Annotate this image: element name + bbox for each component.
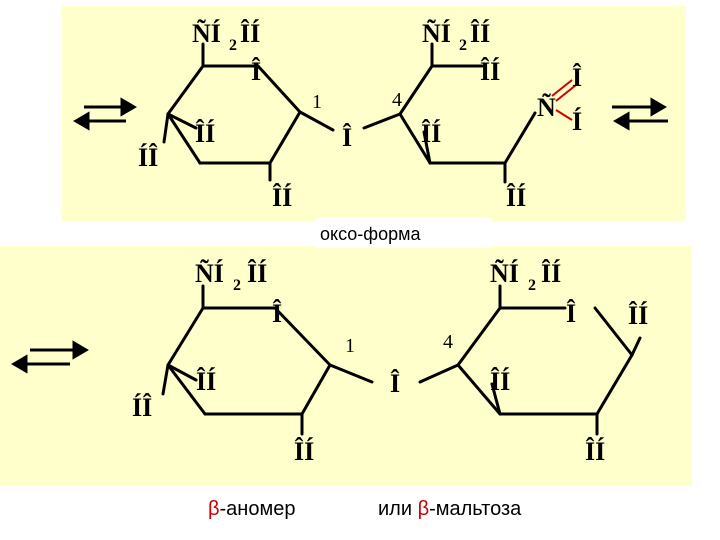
bottom-left-c2-ho: ÍÎ <box>132 393 152 422</box>
top-aldehyde-bonds <box>551 79 577 121</box>
caption-anomer: -аномер <box>220 498 296 520</box>
top-right-ch2oh-oh: ÎÍ <box>470 19 490 48</box>
top-aldehyde-oxygen: Î <box>572 63 582 92</box>
bottom-right-ch2oh-oh: ÎÍ <box>541 259 561 288</box>
top-panel <box>62 6 686 222</box>
top-right-chain <box>362 42 537 184</box>
caption-or: или <box>378 498 418 520</box>
bottom-left-ring <box>161 284 374 436</box>
caption-gap <box>316 218 492 248</box>
bottom-right-ch2oh-subscript: 2 <box>528 277 536 294</box>
beta-maltose-caption: β-аномер <box>208 498 295 520</box>
top-left-equilibrium-arrows <box>73 97 137 131</box>
top-aldehyde-hydrogen: Í <box>572 107 582 136</box>
caption-beta-2: β <box>418 498 430 520</box>
top-left-ch2oh-subscript: 2 <box>229 37 237 54</box>
top-left-c4-oh: ÎÍ <box>272 183 292 212</box>
top-bridge-oxygen: Î <box>342 123 352 152</box>
bottom-right-ring <box>418 284 642 436</box>
bottom-left-ch2oh-subscript: 2 <box>233 277 241 294</box>
bottom-right-ch2oh-ch: ÑÍ <box>490 259 519 288</box>
caption-maltose: -мальтоза <box>429 498 522 520</box>
bottom-right-c4-label: 4 <box>443 331 453 353</box>
top-right-ch2oh-subscript: 2 <box>459 37 467 54</box>
top-left-ch2oh-ch: ÑÍ <box>192 19 221 48</box>
caption-beta-1: β <box>208 498 220 520</box>
top-right-c3-oh: ÎÍ <box>421 119 441 148</box>
top-right-ch2oh-ch: ÑÍ <box>422 19 451 48</box>
top-left-ring <box>162 42 335 182</box>
top-right-c2-oh: ÎÍ <box>506 183 526 212</box>
top-aldehyde-carbon: Ñ <box>537 93 556 122</box>
bottom-left-ch2oh-ch: ÑÍ <box>195 259 224 288</box>
top-left-ch2oh-oh: ÎÍ <box>240 19 260 48</box>
bottom-equilibrium-arrows <box>11 340 89 374</box>
bottom-left-ring-oxygen: Î <box>272 299 282 328</box>
top-left-c3-oh: ÎÍ <box>195 119 215 148</box>
top-right-equilibrium-arrows <box>612 97 668 131</box>
top-left-c2-ho: ÍÎ <box>138 143 158 172</box>
bottom-left-c4-oh: ÎÍ <box>294 437 314 466</box>
bottom-right-c3-oh: ÎÍ <box>490 367 510 396</box>
oxo-form-caption: оксо-форма <box>320 224 422 244</box>
bottom-right-ring-oxygen: Î <box>566 299 576 328</box>
bottom-left-c1-label: 1 <box>345 335 355 357</box>
bottom-left-ch2oh-oh: ÎÍ <box>247 259 267 288</box>
top-left-ring-oxygen: Î <box>251 57 261 86</box>
bottom-anomeric-oh: ÎÍ <box>628 301 648 330</box>
bottom-panel <box>0 246 692 486</box>
beta-maltose-caption-2: или β-мальтоза <box>378 498 522 520</box>
bottom-right-c2-oh: ÎÍ <box>585 437 605 466</box>
bottom-left-c3-oh: ÎÍ <box>196 367 216 396</box>
top-left-c1-label: 1 <box>312 91 322 113</box>
bottom-bridge-oxygen: Î <box>390 369 400 398</box>
top-right-c4-label: 4 <box>392 89 402 111</box>
top-right-c5-oh: ÎÍ <box>480 57 500 86</box>
bottom-caption-box <box>204 488 586 522</box>
